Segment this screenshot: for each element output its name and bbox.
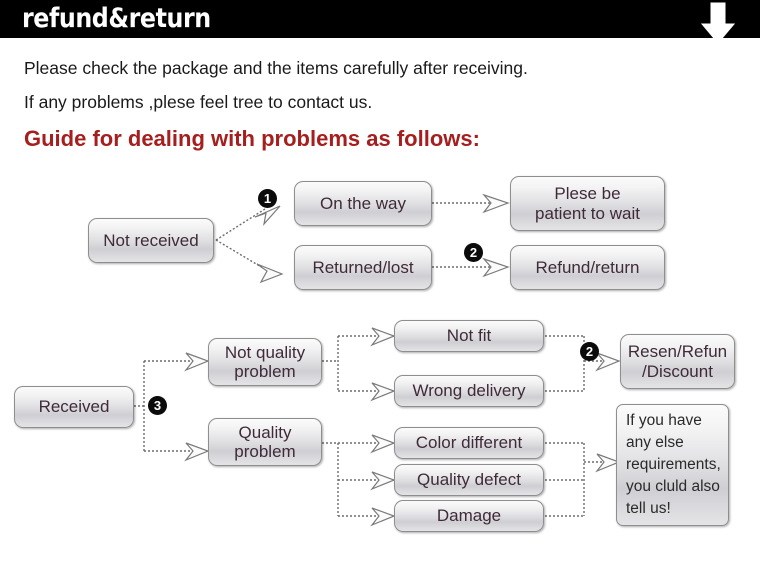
node-resend-refund-discount[interactable]: Resen/Refun /Discount <box>620 334 735 389</box>
node-not-fit[interactable]: Not fit <box>394 320 544 352</box>
node-color-different[interactable]: Color different <box>394 427 544 459</box>
node-not-received[interactable]: Not received <box>88 218 214 263</box>
node-refund-return[interactable]: Refund/return <box>510 245 665 290</box>
badge-2-upper: 2 <box>464 243 483 262</box>
badge-3: 3 <box>148 396 167 415</box>
node-quality-defect[interactable]: Quality defect <box>394 464 544 496</box>
node-damage[interactable]: Damage <box>394 500 544 532</box>
intro-line-1: Please check the package and the items c… <box>24 58 528 78</box>
node-not-quality-problem[interactable]: Not quality problem <box>208 338 322 386</box>
down-arrow-icon <box>700 2 736 44</box>
node-please-be-patient[interactable]: Plese be patient to wait <box>510 176 665 231</box>
intro-line-2: If any problems ,plese feel tree to cont… <box>24 92 373 112</box>
node-wrong-delivery[interactable]: Wrong delivery <box>394 375 544 407</box>
header-bar <box>0 0 760 38</box>
node-extra-requirements-note[interactable]: If you have any else requirements, you c… <box>616 404 729 526</box>
guide-heading: Guide for dealing with problems as follo… <box>24 126 480 151</box>
node-on-the-way[interactable]: On the way <box>294 181 432 226</box>
badge-2-lower: 2 <box>580 342 599 361</box>
page-title: refund&return <box>22 3 211 34</box>
badge-1: 1 <box>258 189 277 208</box>
node-quality-problem[interactable]: Quality problem <box>208 418 322 466</box>
node-received[interactable]: Received <box>14 386 134 428</box>
node-returned-lost[interactable]: Returned/lost <box>294 245 432 290</box>
